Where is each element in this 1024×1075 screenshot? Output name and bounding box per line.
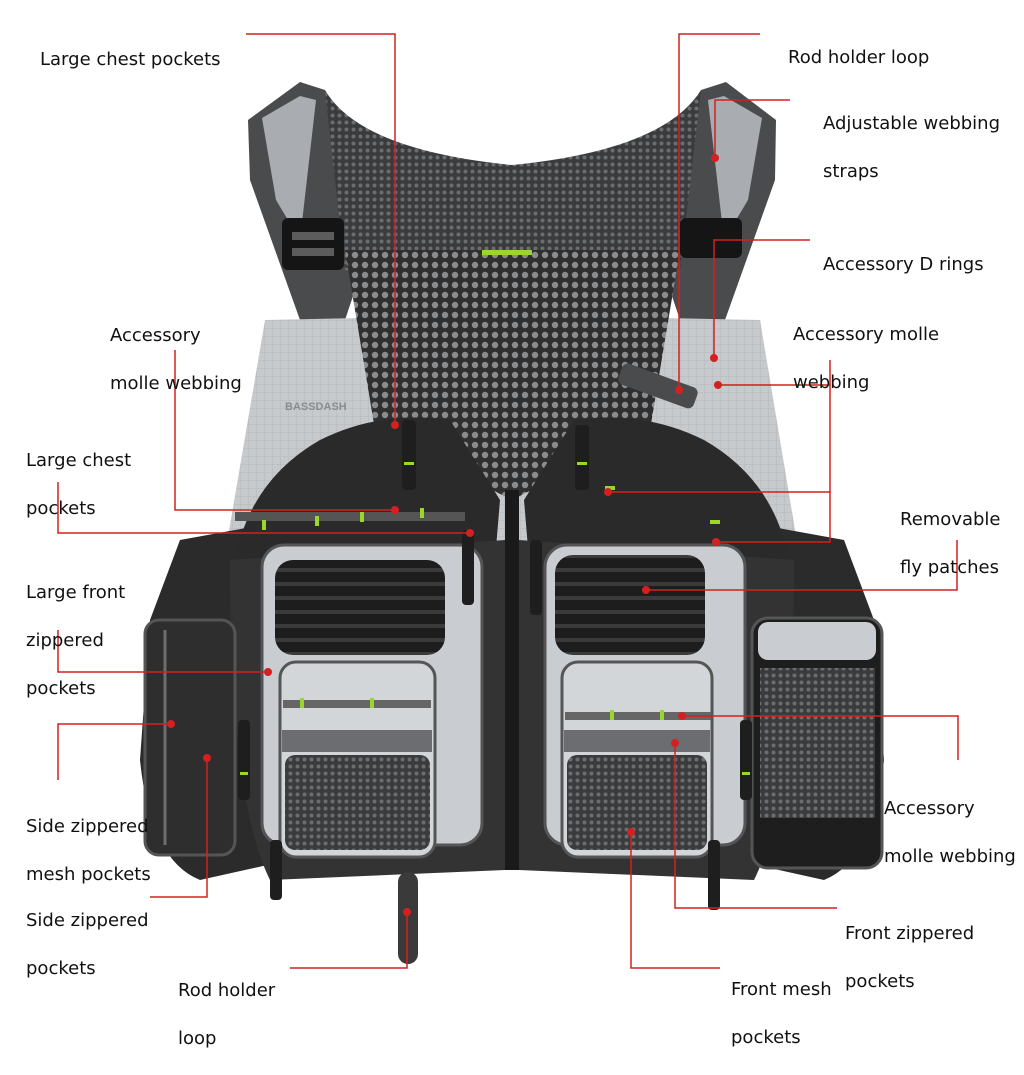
- label-large-chest-pockets-top: Large chest pockets: [40, 49, 221, 70]
- label-side-zippered-mesh-pockets: Side zippered mesh pockets: [26, 816, 151, 885]
- vest-logo: BASSDASH: [285, 401, 347, 413]
- leader-accessory-molle-webbing-right-dot: [714, 381, 722, 389]
- leader-accessory-d-rings: [713, 239, 810, 358]
- leader-removable-fly-patches: [646, 540, 958, 591]
- label-side-zippered-pockets: Side zippered pockets: [26, 910, 149, 979]
- leader-rod-holder-loop-bottom-dot: [403, 908, 411, 916]
- label-accessory-molle-webbing-lower: Accessory molle webbing: [884, 798, 1016, 867]
- leader-accessory-molle-webbing-lower-dot: [678, 712, 686, 720]
- label-front-mesh-pockets: Front mesh pockets: [731, 979, 832, 1048]
- left-side-zip-pocket: [143, 618, 237, 857]
- leader-side-zippered-mesh-pockets-dot: [167, 720, 175, 728]
- left-front-mesh-pocket: [285, 755, 430, 850]
- leader-large-chest-pockets-left-dot: [466, 529, 474, 537]
- leader-accessory-molle-webbing-right-3-dot: [712, 538, 720, 546]
- right-front-mesh-pocket: [567, 755, 707, 850]
- leader-side-zippered-mesh-pockets: [57, 723, 171, 780]
- green-accents: [240, 250, 750, 775]
- leader-rod-holder-loop-bottom: [290, 912, 408, 969]
- label-accessory-molle-webbing-left: Accessory molle webbing: [110, 325, 242, 394]
- leader-front-mesh-pockets-dot: [627, 828, 635, 836]
- leader-large-chest-pockets-top-dot: [391, 421, 399, 429]
- leader-front-mesh-pockets: [630, 832, 720, 969]
- rod-holder-loop-top-icon: [618, 363, 698, 409]
- leader-large-chest-pockets-left: [57, 482, 470, 534]
- leader-accessory-d-rings-dot: [710, 354, 718, 362]
- leader-accessory-molle-webbing-left: [174, 350, 395, 511]
- leader-large-chest-pockets-top: [246, 33, 396, 425]
- leader-accessory-molle-webbing-right-3: [716, 492, 831, 543]
- rod-holder-loop-bottom-icon: [398, 872, 418, 964]
- zipper-pulls: [238, 420, 752, 910]
- label-accessory-d-rings: Accessory D rings: [823, 254, 984, 275]
- vest-illustration: BASSDASH: [140, 82, 884, 964]
- leader-lines: [57, 33, 959, 969]
- leader-removable-fly-patches-dot: [642, 586, 650, 594]
- leader-rod-holder-loop-top: [678, 33, 760, 390]
- leader-front-zippered-pockets: [674, 743, 837, 909]
- left-strap-buckle: [282, 218, 344, 270]
- label-large-front-zippered-pockets: Large front zippered pockets: [26, 582, 126, 699]
- leader-side-zippered-pockets: [150, 758, 208, 898]
- right-chest-pocket: [524, 417, 789, 560]
- label-large-chest-pockets-left: Large chest pockets: [26, 450, 132, 519]
- label-rod-holder-loop-bottom: Rod holder loop: [178, 980, 276, 1049]
- leader-adjustable-webbing-straps-dot: [711, 154, 719, 162]
- right-fly-patch: [555, 555, 705, 655]
- leader-large-front-zippered-pockets-dot: [264, 668, 272, 676]
- leader-large-front-zippered-pockets: [57, 630, 268, 673]
- left-chest-pocket: [235, 417, 500, 560]
- leader-side-zippered-pockets-dot: [203, 754, 211, 762]
- back-mesh-panel: [325, 90, 701, 300]
- right-strap-buckle: [680, 218, 742, 258]
- label-removable-fly-patches: Removable fly patches: [900, 509, 1001, 578]
- leader-adjustable-webbing-straps: [714, 99, 790, 158]
- vest-product-diagram: BASSDASH: [57, 33, 959, 969]
- leader-rod-holder-loop-top-dot: [675, 386, 683, 394]
- label-accessory-molle-webbing-right: Accessory molle webbing: [793, 324, 940, 393]
- label-front-zippered-pockets: Front zippered pockets: [845, 923, 975, 992]
- left-fly-patch: [275, 560, 445, 655]
- leader-front-zippered-pockets-dot: [671, 739, 679, 747]
- leader-accessory-molle-webbing-lower: [682, 715, 959, 760]
- center-zipper: [505, 490, 519, 870]
- label-rod-holder-loop-top: Rod holder loop: [788, 47, 930, 68]
- leader-accessory-molle-webbing-left-dot: [391, 506, 399, 514]
- leader-accessory-molle-webbing-right-2-dot: [604, 488, 612, 496]
- label-adjustable-webbing-straps: Adjustable webbing straps: [823, 113, 1001, 182]
